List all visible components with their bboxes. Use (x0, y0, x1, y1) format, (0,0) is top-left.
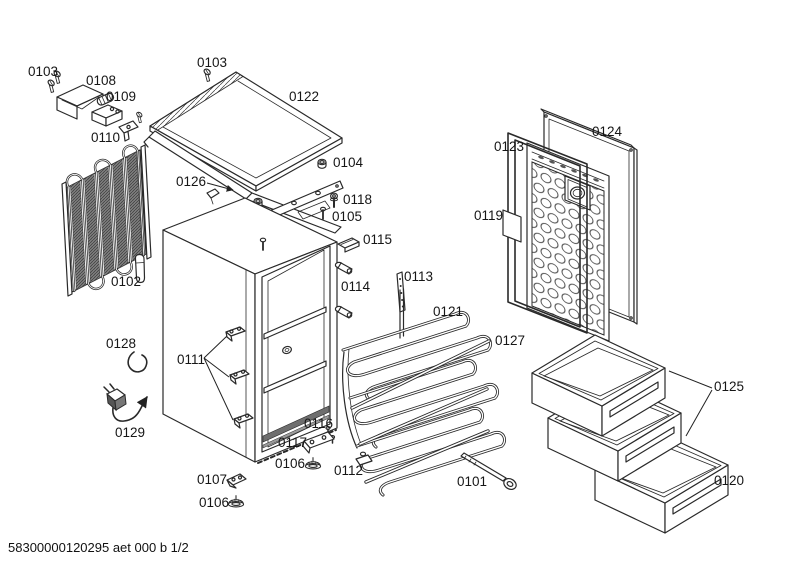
spring-0109 (96, 92, 115, 106)
part-label-0101: 0101 (457, 474, 487, 489)
part-label-0110: 0110 (91, 130, 120, 145)
cabinet (162, 197, 338, 464)
part-label-0106-b: 0106 (199, 495, 229, 510)
bushing-0114-a (334, 261, 353, 275)
condenser (61, 144, 152, 297)
part-label-0119: 0119 (474, 208, 503, 223)
document-code: 58300000120295 aet 000 b 1/2 (8, 540, 189, 555)
part-label-0125: 0125 (714, 379, 744, 394)
part-label-0122: 0122 (289, 89, 319, 104)
nut-0104 (317, 158, 327, 169)
screw-0105 (320, 206, 327, 220)
screw-0103-top (199, 67, 216, 84)
hinge-0117 (302, 431, 335, 454)
part-label-0109: 0109 (106, 89, 136, 104)
frame-rail-0126 (143, 130, 342, 234)
part-label-0128: 0128 (106, 336, 136, 351)
part-label-0116: 0116 (304, 416, 333, 431)
bolt-0101 (460, 452, 517, 491)
part-label-0105: 0105 (332, 209, 362, 224)
thermostat-0109 (91, 104, 123, 127)
part-label-0102: 0102 (111, 274, 141, 289)
part-label-0103-b: 0103 (197, 55, 227, 70)
shelf-rods (350, 339, 491, 484)
part-label-0127: 0127 (495, 333, 525, 348)
plate-0119 (502, 209, 522, 243)
part-labels: 0103 0108 0109 0110 0103 0122 0126 0104 … (28, 55, 744, 510)
evaporator-shelves (341, 288, 507, 497)
part-label-0129: 0129 (115, 425, 145, 440)
bracket-0107 (226, 473, 247, 489)
screw-0118 (329, 192, 339, 208)
part-label-0111: 0111 (177, 352, 205, 367)
bushing-0114-b (334, 305, 353, 319)
part-label-0121: 0121 (433, 304, 463, 319)
part-label-0124: 0124 (592, 124, 623, 139)
part-label-0103-a: 0103 (28, 64, 58, 79)
worktop (149, 71, 343, 192)
door-gasket (507, 132, 588, 334)
leader-lines (203, 182, 713, 437)
screw-near-0110 (132, 110, 147, 125)
part-label-0106-a: 0106 (275, 456, 305, 471)
hose-0128 (127, 351, 148, 373)
door-inner-liner (526, 142, 610, 342)
part-label-0118: 0118 (343, 192, 372, 207)
power-cord-0129 (103, 383, 148, 422)
part-label-0112: 0112 (334, 463, 363, 478)
clamp-0110 (118, 120, 139, 142)
foot-0106-b (227, 495, 245, 508)
part-label-0114: 0114 (341, 279, 371, 294)
part-label-0108: 0108 (86, 73, 116, 88)
part-label-0115: 0115 (363, 232, 392, 247)
part-label-0104: 0104 (333, 155, 364, 170)
part-label-0113: 0113 (404, 269, 433, 284)
foot-0106-a (304, 457, 322, 470)
part-label-0126: 0126 (176, 174, 206, 189)
drier-0102 (134, 253, 146, 284)
latch-0115 (337, 237, 360, 253)
part-label-0120: 0120 (714, 473, 744, 488)
part-label-0107: 0107 (197, 472, 227, 487)
part-label-0123: 0123 (494, 139, 524, 154)
part-label-0117: 0117 (278, 435, 307, 450)
clamp-0112 (355, 451, 373, 470)
